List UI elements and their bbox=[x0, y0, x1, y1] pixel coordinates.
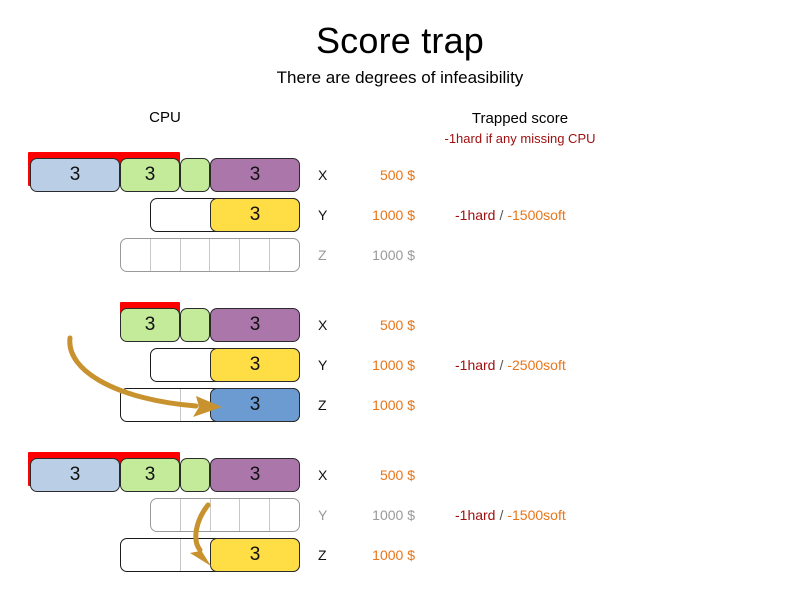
process-segment-purple[interactable]: 3 bbox=[210, 308, 300, 342]
process-value: 3 bbox=[144, 164, 156, 185]
process-segment-blue[interactable]: 3 bbox=[30, 458, 120, 492]
row-label-y: Y bbox=[318, 207, 328, 223]
trapped-score-group-1: -1hard/-1500soft bbox=[455, 207, 566, 223]
track-cell bbox=[181, 499, 211, 531]
track-cell bbox=[151, 499, 181, 531]
track-cell bbox=[181, 239, 211, 271]
track-cell bbox=[121, 389, 181, 421]
row-label-y: Y bbox=[318, 507, 328, 523]
track-cell bbox=[151, 239, 181, 271]
row-label-x: X bbox=[318, 317, 328, 333]
score-hard: -1hard bbox=[455, 507, 496, 523]
process-value: 3 bbox=[249, 544, 261, 565]
process-value: 3 bbox=[144, 314, 156, 335]
row-price-x: 500 $ bbox=[379, 317, 415, 333]
row-price-y: 1000 $ bbox=[372, 357, 415, 373]
process-segment-green-small[interactable] bbox=[180, 158, 210, 192]
process-segment-yellow[interactable]: 3 bbox=[210, 348, 300, 382]
process-segment-green[interactable]: 3 bbox=[120, 158, 180, 192]
process-segment-blue[interactable]: 3 bbox=[30, 158, 120, 192]
process-segment-yellow[interactable]: 3 bbox=[210, 538, 300, 572]
row-label-z: Z bbox=[318, 547, 327, 563]
process-value: 3 bbox=[249, 314, 261, 335]
score-soft: -2500soft bbox=[507, 357, 566, 373]
row-price-y: 1000 $ bbox=[372, 207, 415, 223]
page-subtitle: There are degrees of infeasibility bbox=[276, 68, 524, 87]
trapped-score-header: Trapped score bbox=[471, 110, 569, 127]
score-hard: -1hard bbox=[455, 207, 496, 223]
score-separator: / bbox=[499, 207, 504, 223]
track-cell bbox=[240, 499, 271, 531]
track-cell bbox=[270, 499, 299, 531]
process-value: 3 bbox=[249, 354, 261, 375]
process-value: 3 bbox=[69, 464, 81, 485]
process-value: 3 bbox=[69, 164, 81, 185]
machine-track-y[interactable] bbox=[150, 498, 300, 532]
process-value: 3 bbox=[249, 464, 261, 485]
track-cell bbox=[210, 239, 241, 271]
trapped-score-group-2: -1hard/-2500soft bbox=[455, 357, 566, 373]
process-segment-green[interactable]: 3 bbox=[120, 308, 180, 342]
row-price-x: 500 $ bbox=[379, 467, 415, 483]
score-separator: / bbox=[499, 357, 504, 373]
process-value: 3 bbox=[249, 204, 261, 225]
row-label-y: Y bbox=[318, 357, 328, 373]
track-cell bbox=[121, 539, 181, 571]
score-soft: -1500soft bbox=[507, 207, 566, 223]
row-label-x: X bbox=[318, 167, 328, 183]
process-value: 3 bbox=[249, 394, 261, 415]
process-segment-purple[interactable]: 3 bbox=[210, 158, 300, 192]
process-value: 3 bbox=[249, 164, 261, 185]
trapped-score-rule: -1hard if any missing CPU bbox=[444, 131, 596, 146]
page-title: Score trap bbox=[315, 20, 485, 61]
row-price-z: 1000 $ bbox=[372, 247, 415, 263]
score-hard: -1hard bbox=[455, 357, 496, 373]
process-value: 3 bbox=[144, 464, 156, 485]
row-label-z: Z bbox=[318, 397, 327, 413]
process-segment-yellow[interactable]: 3 bbox=[210, 198, 300, 232]
track-cell bbox=[270, 239, 299, 271]
track-cell bbox=[240, 239, 271, 271]
cpu-column-header: CPU bbox=[149, 109, 181, 126]
row-price-z: 1000 $ bbox=[372, 397, 415, 413]
track-cell bbox=[121, 239, 151, 271]
score-separator: / bbox=[499, 507, 504, 523]
score-soft: -1500soft bbox=[507, 507, 566, 523]
row-label-x: X bbox=[318, 467, 328, 483]
track-cell bbox=[211, 499, 241, 531]
row-price-z: 1000 $ bbox=[372, 547, 415, 563]
row-label-z: Z bbox=[318, 247, 327, 263]
process-segment-green-small[interactable] bbox=[180, 308, 210, 342]
process-segment-green[interactable]: 3 bbox=[120, 458, 180, 492]
process-segment-steel[interactable]: 3 bbox=[210, 388, 300, 422]
machine-track-z[interactable] bbox=[120, 238, 300, 272]
process-segment-green-small[interactable] bbox=[180, 458, 210, 492]
process-segment-purple[interactable]: 3 bbox=[210, 458, 300, 492]
trapped-score-group-3: -1hard/-1500soft bbox=[455, 507, 566, 523]
row-price-y: 1000 $ bbox=[372, 507, 415, 523]
row-price-x: 500 $ bbox=[379, 167, 415, 183]
